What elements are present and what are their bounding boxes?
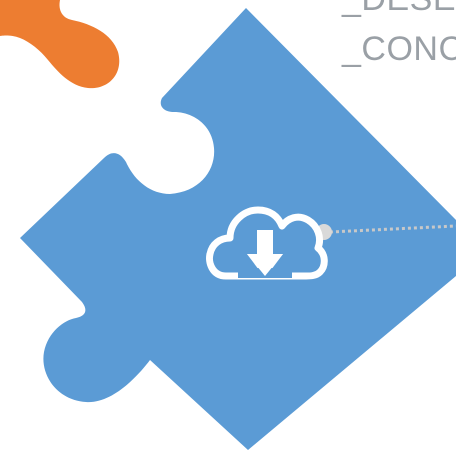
label-line-1: _DESE [342,0,456,16]
blue-puzzle-piece [20,8,456,450]
cloud-download-icon [206,206,328,280]
label-line-2: _CONC [342,30,456,68]
orange-puzzle-piece [0,0,120,89]
